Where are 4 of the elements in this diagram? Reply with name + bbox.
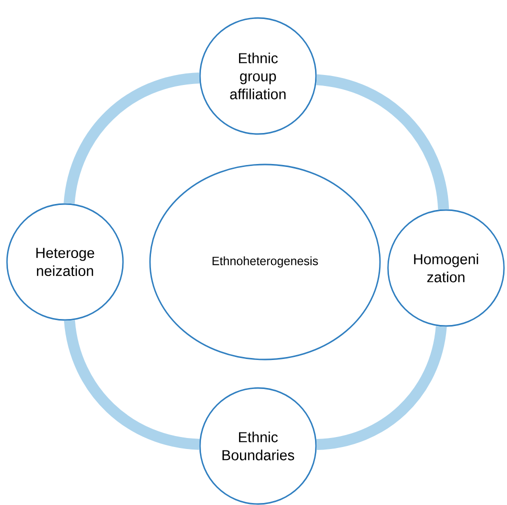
ring-arc (64, 72, 200, 204)
ring-arc (64, 320, 200, 450)
ring-arc (316, 326, 447, 450)
ring-arc (316, 74, 450, 210)
